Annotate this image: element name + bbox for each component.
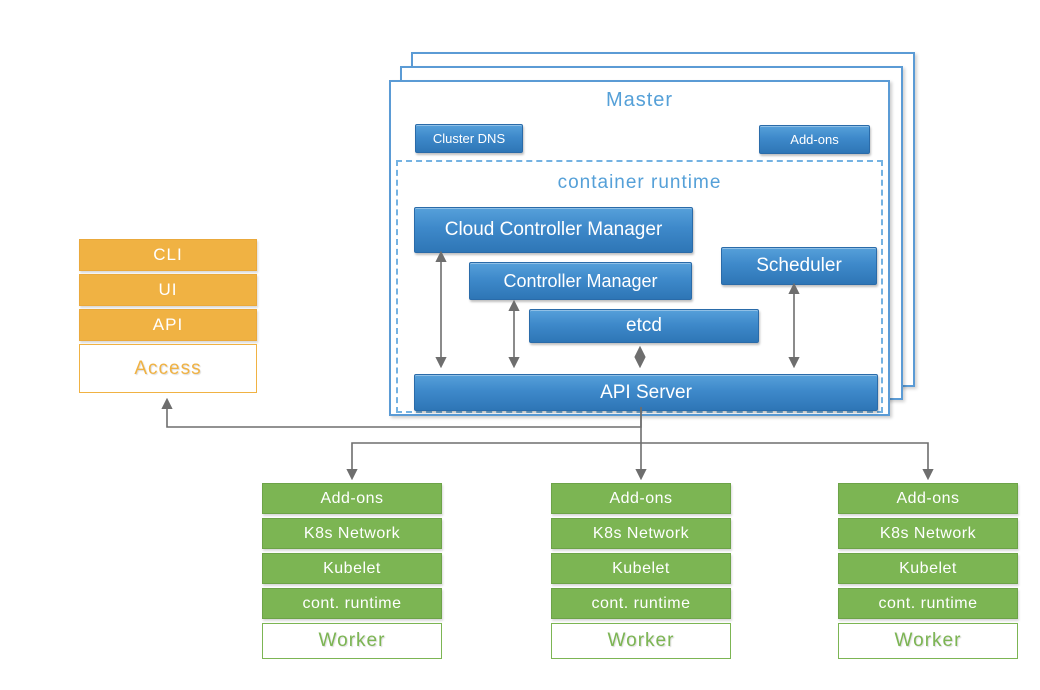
access-stack: CLI UI API Access — [79, 239, 257, 393]
worker3-addons: Add-ons — [838, 483, 1018, 514]
cluster-dns-box: Cluster DNS — [415, 124, 523, 153]
worker3-kubelet: Kubelet — [838, 553, 1018, 584]
master-title: Master — [605, 89, 674, 111]
worker2-addons: Add-ons — [551, 483, 731, 514]
access-row-cli: CLI — [79, 239, 257, 271]
etcd-box: etcd — [529, 309, 759, 343]
worker2-cont-runtime: cont. runtime — [551, 588, 731, 619]
worker3-cont-runtime: cont. runtime — [838, 588, 1018, 619]
worker1-addons: Add-ons — [262, 483, 442, 514]
worker3-label-box: Worker — [838, 623, 1018, 659]
worker-stack-1: Add-ons K8s Network Kubelet cont. runtim… — [262, 483, 442, 659]
line-apiserver-to-worker-1 — [346, 442, 641, 481]
controller-manager-box: Controller Manager — [469, 262, 692, 300]
access-row-api: API — [79, 309, 257, 341]
master-addons-box: Add-ons — [759, 125, 870, 154]
access-row-ui: UI — [79, 274, 257, 306]
worker-stack-2: Add-ons K8s Network Kubelet cont. runtim… — [551, 483, 731, 659]
worker2-label-box: Worker — [551, 623, 731, 659]
worker2-kubelet: Kubelet — [551, 553, 731, 584]
worker1-k8s-network: K8s Network — [262, 518, 442, 549]
worker1-kubelet: Kubelet — [262, 553, 442, 584]
container-runtime-box: container runtime Cloud Controller Manag… — [396, 160, 883, 413]
access-label-box: Access — [79, 344, 257, 393]
line-apiserver-to-worker-3 — [641, 442, 934, 481]
container-runtime-title: container runtime — [557, 172, 722, 193]
worker2-k8s-network: K8s Network — [551, 518, 731, 549]
cloud-controller-manager-box: Cloud Controller Manager — [414, 207, 693, 253]
worker-stack-3: Add-ons K8s Network Kubelet cont. runtim… — [838, 483, 1018, 659]
scheduler-box: Scheduler — [721, 247, 877, 285]
worker3-k8s-network: K8s Network — [838, 518, 1018, 549]
master-box: Master Cluster DNS Add-ons container run… — [389, 80, 890, 416]
worker1-label-box: Worker — [262, 623, 442, 659]
worker1-cont-runtime: cont. runtime — [262, 588, 442, 619]
api-server-box: API Server — [414, 374, 878, 411]
